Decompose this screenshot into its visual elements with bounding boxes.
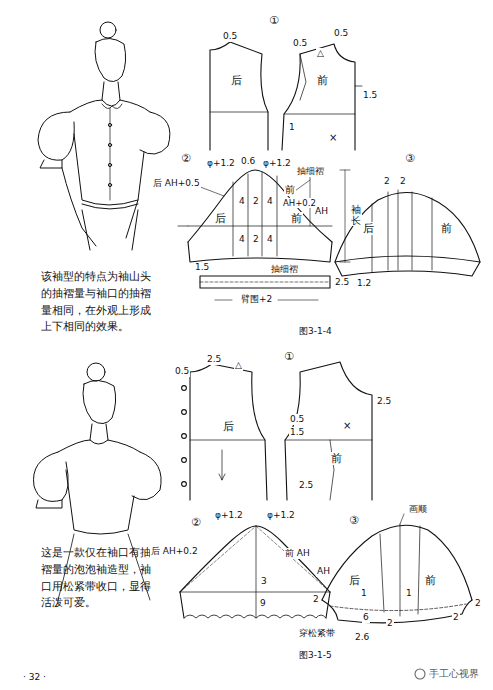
- part-name: 后: [214, 212, 227, 225]
- dimension: 2: [252, 196, 260, 207]
- spread-sleeve-pattern: [335, 190, 480, 276]
- dimension: 0.5: [333, 28, 349, 39]
- dimension: 1: [360, 588, 368, 599]
- dimension: 2: [474, 598, 482, 609]
- dimension: 1: [288, 122, 296, 133]
- note: 抽细褶: [296, 166, 325, 177]
- part-name: 前: [316, 74, 329, 87]
- dimension: AH: [316, 566, 331, 577]
- dimension: 0.5: [174, 366, 190, 377]
- dimension: 1: [405, 588, 413, 599]
- dimension: 2: [383, 176, 391, 187]
- mark: △: [234, 360, 243, 371]
- step-number: ③: [348, 514, 360, 527]
- dimension: φ+1.2: [266, 510, 296, 521]
- mark: △: [316, 48, 325, 59]
- step-number: ①: [268, 14, 280, 27]
- dimension: 4: [266, 196, 274, 207]
- dimension: 2: [312, 594, 320, 605]
- dimension: φ+1.2: [214, 510, 244, 521]
- part-name: 前: [330, 452, 343, 465]
- mark: ×: [328, 132, 338, 144]
- dimension: 1.5: [362, 90, 378, 101]
- spread-sleeve-pattern: [322, 514, 472, 623]
- mark: ×: [342, 420, 352, 432]
- figure-caption: 图3-1-5: [298, 650, 333, 661]
- dimension: 6: [362, 612, 370, 623]
- dimension: 1.5: [194, 262, 210, 273]
- dimension: 0.5: [289, 414, 305, 425]
- fashion-figure: [38, 22, 170, 250]
- dimension: 2.5: [298, 480, 314, 491]
- watermark-icon: [415, 669, 425, 679]
- figure-caption: 图3-1-4: [298, 326, 333, 337]
- part-name: 前: [290, 212, 303, 225]
- dimension: φ+1.2: [262, 158, 292, 169]
- dimension: 3: [260, 576, 268, 587]
- dimension: 后 AH+0.2: [150, 546, 199, 557]
- sleeve-pattern: [180, 526, 330, 618]
- dimension: 2.5: [206, 354, 222, 365]
- dimension: 2: [386, 618, 394, 629]
- watermark: 手工心视界: [428, 668, 480, 679]
- dimension: 2.5: [376, 396, 392, 407]
- dimension: 4: [238, 234, 246, 245]
- dimension: 4: [266, 234, 274, 245]
- dimension: 前 AH: [284, 548, 311, 559]
- dimension: 0.6: [240, 156, 256, 167]
- sleeve-pattern: [178, 170, 350, 300]
- step-number: ①: [283, 350, 295, 363]
- dimension: 1.5: [289, 427, 305, 438]
- part-name: 前: [424, 574, 437, 587]
- dimension: 2.5: [334, 277, 350, 288]
- dimension: φ+1.2: [206, 158, 236, 169]
- bodice-pattern: [182, 362, 372, 500]
- dimension: AH: [314, 206, 329, 217]
- dimension: 4: [238, 196, 246, 207]
- part-name: 前: [440, 222, 453, 235]
- part-name: 后: [348, 574, 361, 587]
- part-name: 前: [284, 184, 296, 196]
- dimension: 2: [252, 234, 260, 245]
- dimension: 1.2: [356, 278, 372, 289]
- note: 穿松紧带: [298, 628, 336, 639]
- dimension: 2.6: [354, 632, 370, 643]
- dimension: 2: [399, 176, 407, 187]
- step-number: ②: [190, 516, 202, 529]
- dimension: 袖长: [350, 204, 362, 226]
- part-name: 后: [222, 420, 235, 433]
- step-number: ③: [404, 152, 416, 165]
- page-number: · 32 ·: [22, 672, 47, 683]
- dimension: 0.5: [292, 38, 308, 49]
- bodice-pattern: [210, 42, 362, 150]
- description: 这是一款仅在袖口有抽褶量的泡泡袖造型，袖口用松紧带收口，显得活泼可爱。: [40, 544, 154, 611]
- part-name: 后: [230, 74, 243, 87]
- description: 该袖型的特点为袖山头的抽褶量与袖口的抽褶量相同，在外观上形成上下相同的效果。: [40, 268, 154, 335]
- note: 画顺: [408, 504, 428, 515]
- dimension: 0.5: [222, 31, 238, 42]
- dimension: AH+0.2: [282, 198, 317, 208]
- dimension: 臂围+2: [240, 294, 273, 305]
- dimension: 后 AH+0.5: [152, 178, 201, 189]
- part-name: 后: [362, 222, 375, 235]
- step-number: ②: [180, 152, 192, 165]
- dimension: 2: [452, 612, 460, 623]
- dimension: 9: [259, 598, 267, 609]
- note: 抽细褶: [270, 264, 299, 275]
